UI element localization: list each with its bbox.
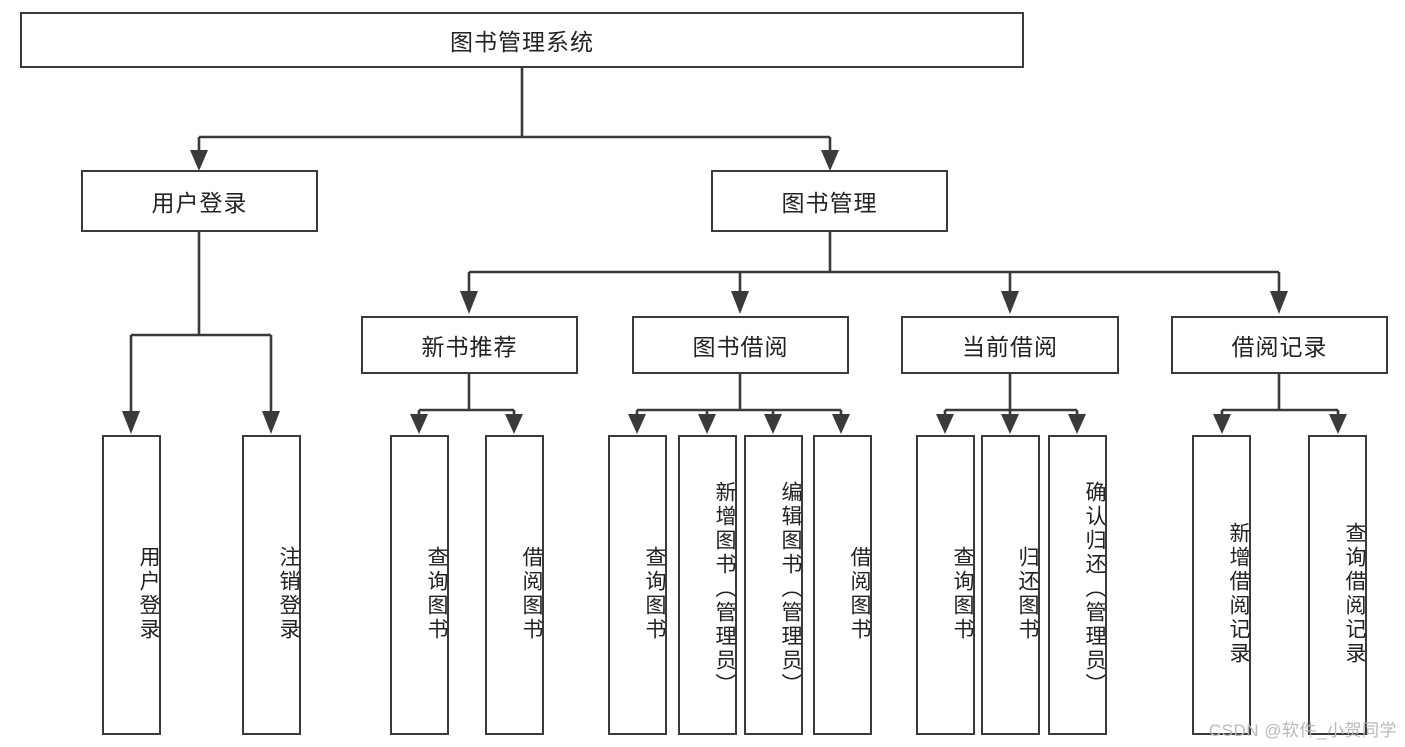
- csdn-watermark: CSDN @软件_小贺同学: [1208, 721, 1397, 740]
- node-label: 新增借阅记录: [1227, 522, 1250, 666]
- node-label: 注销登录: [277, 546, 300, 642]
- node-label: 图书借阅: [692, 334, 789, 360]
- node-user-login[interactable]: 用户登录: [81, 170, 318, 232]
- node-label: 图书管理系统: [450, 29, 594, 55]
- node-label: 借阅记录: [1231, 334, 1328, 360]
- leaf-logout-login[interactable]: 注销登录: [242, 435, 301, 735]
- node-book-borrow[interactable]: 图书借阅: [632, 316, 849, 374]
- node-label: 新书推荐: [421, 334, 518, 360]
- node-new-book-recommend[interactable]: 新书推荐: [361, 316, 578, 374]
- leaf-add-borrow-record[interactable]: 新增借阅记录: [1192, 435, 1251, 735]
- node-label: 借阅图书: [520, 546, 543, 642]
- leaf-confirm-return[interactable]: 确认归还（管理员）: [1048, 435, 1107, 735]
- node-label: 新增图书（管理员）: [713, 481, 736, 697]
- leaf-query-book-new-book[interactable]: 查询图书: [390, 435, 449, 735]
- leaf-user-login[interactable]: 用户登录: [102, 435, 161, 735]
- leaf-add-book[interactable]: 新增图书（管理员）: [678, 435, 737, 735]
- node-borrow-record[interactable]: 借阅记录: [1171, 316, 1388, 374]
- node-label: 当前借阅: [962, 334, 1058, 360]
- node-label: 查询图书: [643, 546, 666, 642]
- leaf-edit-book[interactable]: 编辑图书（管理员）: [744, 435, 803, 735]
- leaf-return-book[interactable]: 归还图书: [981, 435, 1040, 735]
- leaf-query-book-borrow[interactable]: 查询图书: [608, 435, 667, 735]
- node-label: 查询图书: [951, 546, 974, 642]
- node-label: 图书管理: [781, 190, 878, 216]
- leaf-query-book-current[interactable]: 查询图书: [916, 435, 975, 735]
- leaf-borrow-book-new-book[interactable]: 借阅图书: [485, 435, 544, 735]
- leaf-query-borrow-record[interactable]: 查询借阅记录: [1308, 435, 1367, 735]
- node-label: 查询图书: [425, 546, 448, 642]
- node-book-management-system[interactable]: 图书管理系统: [20, 12, 1024, 68]
- node-label: 编辑图书（管理员）: [779, 481, 802, 697]
- node-current-borrow[interactable]: 当前借阅: [901, 316, 1119, 374]
- node-label: 用户登录: [151, 190, 248, 216]
- leaf-borrow-book[interactable]: 借阅图书: [813, 435, 872, 735]
- node-label: 借阅图书: [848, 546, 871, 642]
- node-label: 确认归还（管理员）: [1083, 481, 1106, 697]
- node-label: 归还图书: [1016, 546, 1039, 642]
- node-label: 用户登录: [137, 546, 160, 642]
- node-label: 查询借阅记录: [1343, 522, 1366, 666]
- node-book-management[interactable]: 图书管理: [711, 170, 948, 232]
